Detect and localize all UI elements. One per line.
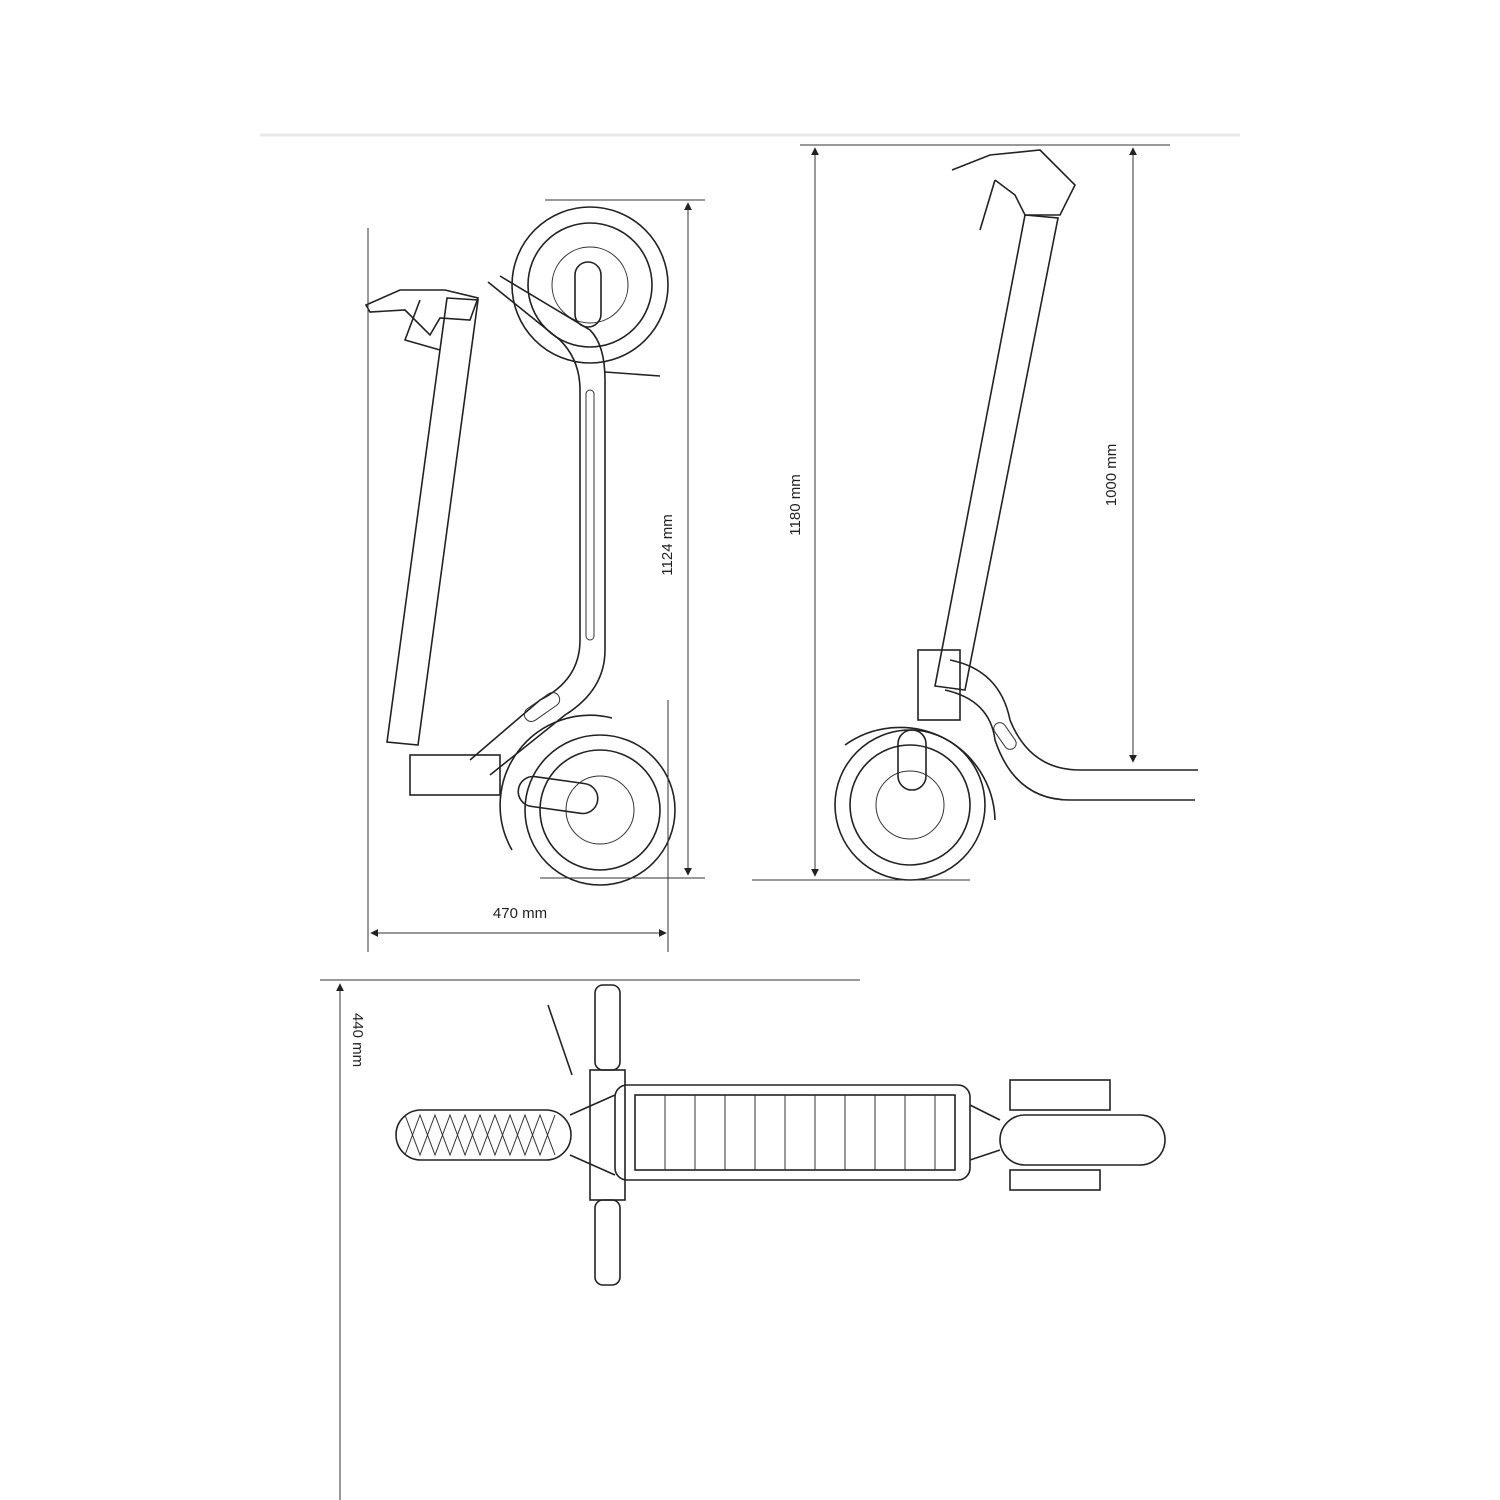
label-total-height: 1180 mm [787, 474, 804, 535]
label-handlebar-height: 1000 mm [1103, 444, 1120, 507]
unfolded-scooter-side-view [834, 149, 1198, 881]
label-folded-height: 1124 mm [659, 514, 676, 575]
scooter-top-view [395, 984, 1166, 1286]
folded-scooter-side-view [364, 206, 676, 886]
label-handlebar-width: 440 mm [349, 1013, 366, 1067]
label-folded-length: 470 mm [493, 905, 547, 922]
